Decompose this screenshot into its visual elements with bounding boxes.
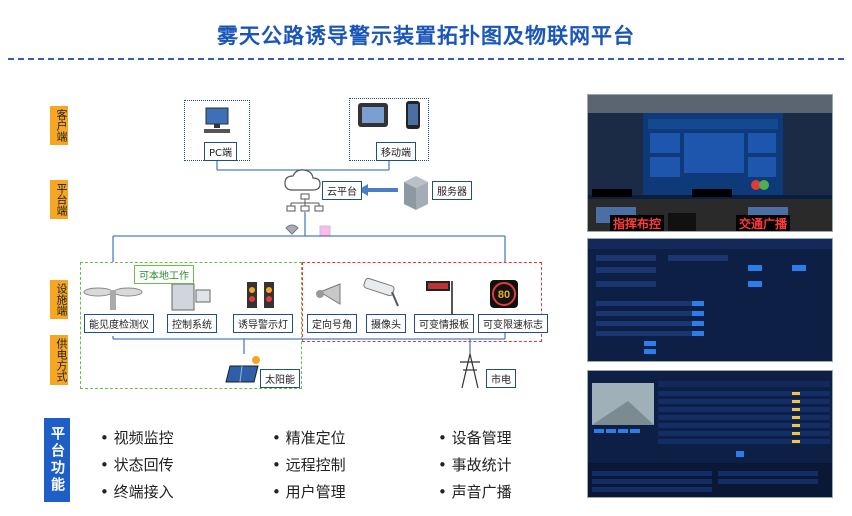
tier-client: 客户端 xyxy=(50,106,68,145)
device-visibility-meter: 能见度检测仪 xyxy=(84,314,154,333)
power-grid-label: 市电 xyxy=(486,369,516,388)
function-item: • 终端接入 xyxy=(100,483,174,501)
page-title: 雾天公路诱导警示装置拓扑图及物联网平台 xyxy=(217,24,635,48)
control-panel-illustration xyxy=(588,239,832,354)
function-item: • 事故统计 xyxy=(438,456,512,474)
visibility-meter-icon xyxy=(83,287,143,310)
function-item: • 视频监控 xyxy=(100,429,174,447)
function-item: • 设备管理 xyxy=(438,429,512,447)
power-pylon-icon xyxy=(460,353,480,389)
function-item: • 远程控制 xyxy=(272,456,346,474)
function-item: • 声音广播 xyxy=(438,483,512,501)
local-work-label: 可本地工作 xyxy=(134,265,194,284)
function-item: • 用户管理 xyxy=(272,483,346,501)
arrow-icon xyxy=(358,184,398,196)
device-speed-sign: 可变限速标志 xyxy=(478,314,548,333)
device-camera: 摄像头 xyxy=(366,314,406,333)
device-message-board: 可变情报板 xyxy=(414,314,474,333)
control-panel-screenshot xyxy=(587,238,833,362)
cloud-platform-label: 云平台 xyxy=(322,181,362,200)
pc-icon xyxy=(204,107,230,133)
monitoring-illustration xyxy=(588,381,832,497)
mobile-client-label: 移动端 xyxy=(376,142,416,161)
server-label: 服务器 xyxy=(432,181,472,200)
function-item: • 精准定位 xyxy=(272,429,346,447)
network-device-region xyxy=(302,262,542,342)
control-room-photo: 指挥布控 交通广播 xyxy=(587,94,833,232)
control-cabinet-icon xyxy=(171,283,211,311)
device-directional-horn: 定向号角 xyxy=(307,314,357,333)
control-room-sign: 指挥布控 xyxy=(610,215,665,231)
tier-platform: 平台端 xyxy=(50,180,68,219)
speed-sign-value: 80 xyxy=(498,289,510,301)
local-work-region xyxy=(80,262,302,389)
horn-icon xyxy=(316,283,341,305)
device-warning-light: 诱导警示灯 xyxy=(233,314,293,333)
control-room-sign: 交通广播 xyxy=(736,215,791,231)
tier-power: 供电方式 xyxy=(50,335,68,385)
satellite-dish-icon xyxy=(285,224,299,235)
tablet-icon xyxy=(358,103,388,127)
pc-client-label: PC端 xyxy=(204,142,238,161)
storage-icon xyxy=(319,225,331,237)
camera-icon xyxy=(363,277,399,307)
speed-sign-icon: 80 xyxy=(490,280,518,308)
title-divider xyxy=(8,58,844,60)
device-control-system: 控制系统 xyxy=(167,314,217,333)
variable-message-sign-icon xyxy=(426,281,453,314)
phone-icon xyxy=(406,101,420,129)
monitoring-screenshot xyxy=(587,370,833,498)
function-item: • 状态回传 xyxy=(100,456,174,474)
control-room-illustration xyxy=(588,95,832,231)
cloud-icon xyxy=(284,169,321,191)
solar-panel-icon xyxy=(225,356,260,383)
warning-light-icon xyxy=(247,282,274,308)
functions-tag: 平台功能 xyxy=(44,418,70,502)
tier-facility: 设施端 xyxy=(50,280,68,319)
server-icon xyxy=(404,176,428,210)
power-solar-label: 太阳能 xyxy=(260,369,300,388)
